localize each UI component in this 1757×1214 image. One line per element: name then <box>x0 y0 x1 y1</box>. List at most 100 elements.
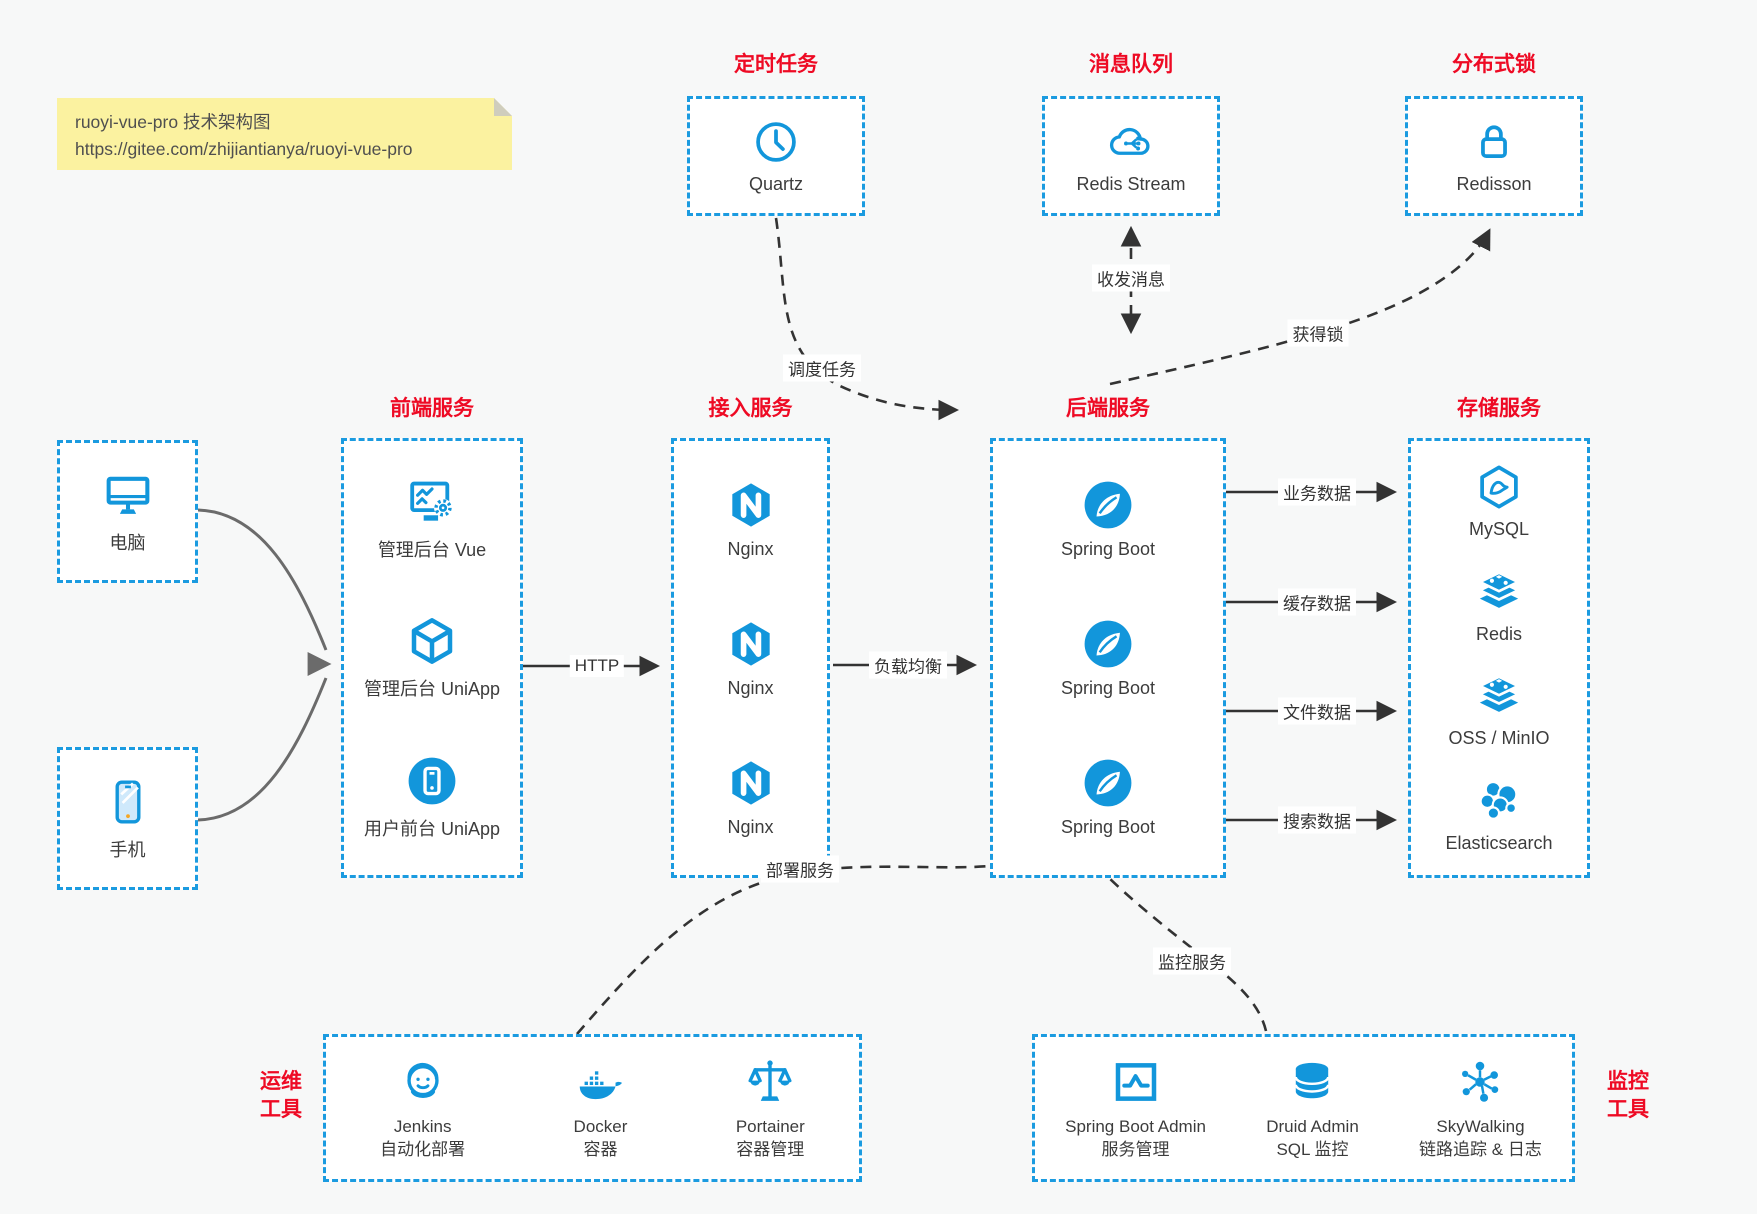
pc-client-label: 电脑 <box>109 533 146 553</box>
http-edge-label: HTTP <box>569 655 625 677</box>
elasticsearch-item: Elasticsearch <box>1445 776 1553 854</box>
distributed-lock-box: Redisson <box>1405 96 1583 216</box>
spring-boot-label: Spring Boot <box>1060 817 1156 838</box>
message-edge-label: 收发消息 <box>1092 264 1170 292</box>
uniapp-cube-icon <box>405 614 459 668</box>
acquire-lock-edge-label: 获得锁 <box>1287 319 1349 347</box>
redis-icon <box>1474 567 1524 617</box>
jenkins-label: Jenkins 自动化部署 <box>380 1116 466 1159</box>
monitor-tools-box: Spring Boot Admin 服务管理 Druid Admin SQL 监… <box>1032 1034 1575 1182</box>
note-url: https://gitee.com/zhijiantianya/ruoyi-vu… <box>75 139 413 160</box>
note-title: ruoyi-vue-pro 技术架构图 <box>75 112 271 132</box>
mobile-client-label: 手机 <box>109 840 146 860</box>
redis-label: Redis <box>1475 623 1523 644</box>
scheduled-task-title: 定时任务 <box>734 53 818 76</box>
distributed-lock-title: 分布式锁 <box>1452 53 1536 76</box>
desktop-icon <box>101 468 155 522</box>
druid-label: Druid Admin SQL 监控 <box>1266 1116 1359 1159</box>
portainer-item: Portainer 容器管理 <box>736 1055 805 1162</box>
pc-client-box: 电脑 <box>57 440 198 583</box>
schedule-edge-label: 调度任务 <box>783 354 861 382</box>
quartz-label: Quartz <box>748 174 804 194</box>
nginx-item: Nginx <box>724 617 778 699</box>
monitor-tools-title: 监控 工具 <box>1607 1070 1649 1121</box>
ops-tools-title: 运维 工具 <box>260 1070 302 1121</box>
spring-boot-icon <box>1081 478 1135 532</box>
uniapp-user-item: 用户前台 UniApp <box>364 754 500 841</box>
redisson-item: Redisson <box>1456 117 1532 195</box>
nginx-icon <box>724 478 778 532</box>
storage-title: 存储服务 <box>1457 397 1541 420</box>
cloud-message-icon <box>1106 117 1156 167</box>
redis-stream-label: Redis Stream <box>1076 174 1186 194</box>
mysql-label: MySQL <box>1468 519 1529 540</box>
lock-icon <box>1469 117 1519 167</box>
docker-item: Docker 容器 <box>573 1055 627 1162</box>
gateway-box: Nginx Nginx Nginx <box>671 438 830 878</box>
search-data-edge-label: 搜索数据 <box>1278 806 1356 834</box>
file-data-edge-label: 文件数据 <box>1278 697 1356 725</box>
elasticsearch-label: Elasticsearch <box>1445 832 1553 853</box>
message-queue-box: Redis Stream <box>1042 96 1220 216</box>
quartz-item: Quartz <box>749 117 803 195</box>
solid-arrows <box>523 481 1398 831</box>
backend-title: 后端服务 <box>1066 397 1150 420</box>
nginx-label: Nginx <box>727 538 774 559</box>
frontend-box: 管理后台 Vue 管理后台 UniApp 用户前台 UniApp <box>341 438 523 878</box>
nginx-label: Nginx <box>727 817 774 838</box>
mobile-client-box: 手机 <box>57 747 198 890</box>
uniapp-user-icon <box>405 754 459 808</box>
backend-box: Spring Boot Spring Boot Spring Boot <box>990 438 1226 878</box>
scheduled-task-box: Quartz <box>687 96 865 216</box>
spring-boot-admin-label: Spring Boot Admin 服务管理 <box>1065 1116 1206 1159</box>
elasticsearch-icon <box>1474 776 1524 826</box>
skywalking-item: SkyWalking 链路追踪 & 日志 <box>1419 1055 1542 1162</box>
uniapp-user-label: 用户前台 UniApp <box>363 818 501 839</box>
spring-boot-icon <box>1081 617 1135 671</box>
mobile-client-item: 手机 <box>101 775 155 862</box>
spring-boot-item: Spring Boot <box>1061 756 1155 838</box>
storage-box: MySQL Redis OSS / MinIO Elasticsearch <box>1408 438 1590 878</box>
mysql-item: MySQL <box>1469 462 1529 540</box>
spring-boot-admin-item: Spring Boot Admin 服务管理 <box>1065 1055 1206 1162</box>
ops-tools-box: Jenkins 自动化部署 Docker 容器 Portainer 容器管理 <box>323 1034 862 1182</box>
spring-boot-label: Spring Boot <box>1060 677 1156 698</box>
monitor-edge-label: 监控服务 <box>1153 947 1231 975</box>
uniapp-admin-label: 管理后台 UniApp <box>363 679 501 700</box>
druid-icon <box>1285 1055 1339 1109</box>
redis-item: Redis <box>1474 567 1524 645</box>
portainer-label: Portainer 容器管理 <box>735 1116 805 1159</box>
spring-boot-admin-icon <box>1109 1055 1163 1109</box>
redisson-label: Redisson <box>1456 174 1532 194</box>
docker-label: Docker 容器 <box>573 1116 628 1159</box>
client-converge-curves <box>197 508 332 822</box>
portainer-icon <box>743 1055 797 1109</box>
nginx-label: Nginx <box>727 677 774 698</box>
spring-boot-icon <box>1081 756 1135 810</box>
skywalking-icon <box>1453 1055 1507 1109</box>
nginx-icon <box>724 617 778 671</box>
docker-icon <box>573 1055 627 1109</box>
deploy-edge-label: 部署服务 <box>761 855 839 883</box>
oss-minio-icon <box>1474 671 1524 721</box>
oss-minio-item: OSS / MinIO <box>1448 671 1550 749</box>
cache-data-edge-label: 缓存数据 <box>1278 588 1356 616</box>
skywalking-label: SkyWalking 链路追踪 & 日志 <box>1419 1116 1542 1159</box>
spring-boot-item: Spring Boot <box>1061 478 1155 560</box>
nginx-item: Nginx <box>724 756 778 838</box>
nginx-icon <box>724 756 778 810</box>
clock-icon <box>751 117 801 167</box>
biz-data-edge-label: 业务数据 <box>1278 478 1356 506</box>
jenkins-icon <box>396 1055 450 1109</box>
uniapp-admin-item: 管理后台 UniApp <box>364 614 500 701</box>
acquire-lock-arrow <box>1109 228 1491 386</box>
spring-boot-label: Spring Boot <box>1060 538 1156 559</box>
message-queue-title: 消息队列 <box>1089 53 1173 76</box>
vue-admin-label: 管理后台 Vue <box>377 540 487 561</box>
mobile-icon <box>101 775 155 829</box>
vue-admin-item: 管理后台 Vue <box>378 475 486 562</box>
jenkins-item: Jenkins 自动化部署 <box>380 1055 465 1162</box>
vue-admin-icon <box>405 475 459 529</box>
spring-boot-item: Spring Boot <box>1061 617 1155 699</box>
